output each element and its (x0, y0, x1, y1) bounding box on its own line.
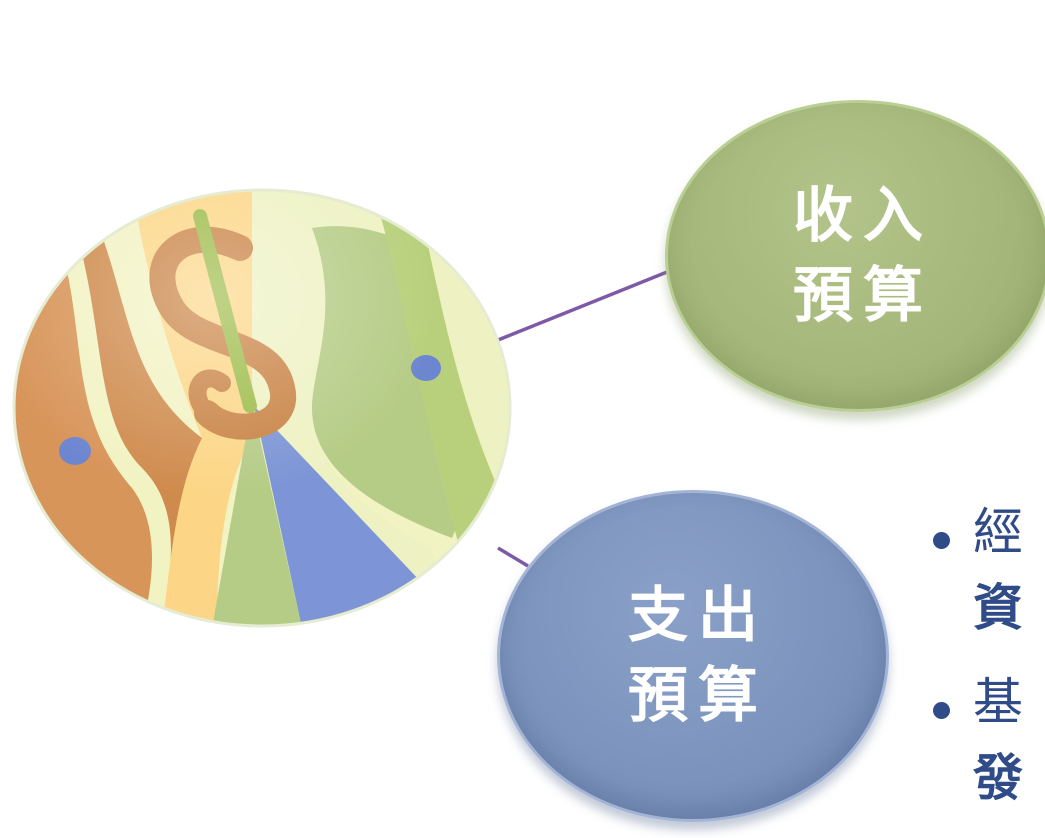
expense-budget-label: 支出 預算 (500, 576, 886, 736)
bullet-item-2: 基 發 (933, 670, 1045, 838)
income-line-2: 預算 (793, 261, 933, 331)
hub-illustration (12, 188, 512, 628)
connector-income (497, 268, 673, 342)
bullet-list: 經 資 基 發 (933, 500, 1045, 838)
income-line-1: 收入 (793, 181, 933, 251)
bullet-1-line-1: 經 (973, 503, 1023, 561)
expense-budget-node[interactable]: 支出 預算 (497, 490, 889, 822)
expense-line-2: 預算 (628, 661, 768, 731)
income-budget-label: 收入 預算 (668, 176, 1045, 336)
expense-line-1: 支出 (628, 581, 768, 651)
bullet-dot-icon (933, 702, 950, 719)
bullet-2-line-2: 發 (973, 749, 1023, 807)
income-budget-node[interactable]: 收入 預算 (665, 100, 1045, 412)
bullet-1-line-2: 資 (973, 579, 1023, 637)
dollar-hourglass-icon (12, 188, 512, 628)
bullet-dot-icon (933, 532, 950, 549)
bullet-2-line-1: 基 (973, 673, 1023, 731)
bullet-item-1: 經 資 (933, 500, 1045, 670)
